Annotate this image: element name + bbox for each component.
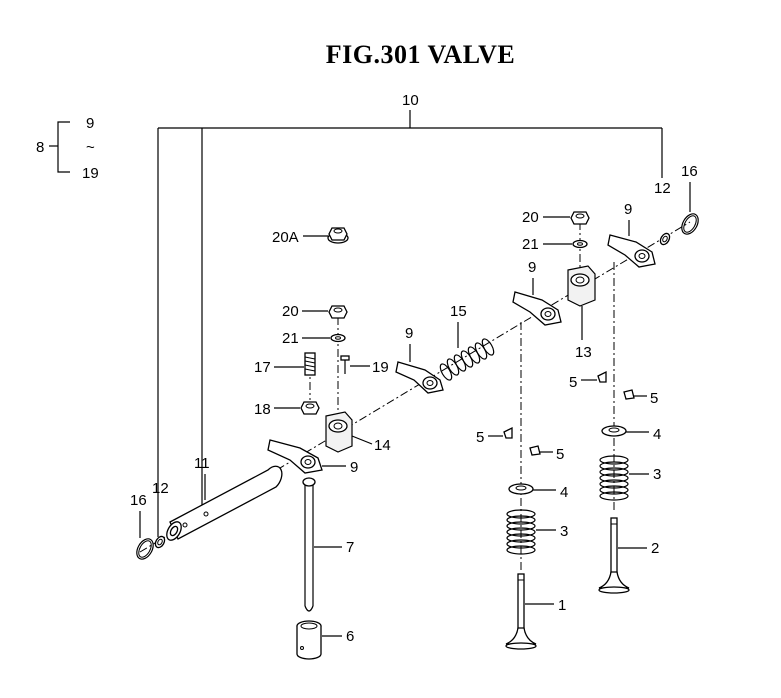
cotter-5-right-a xyxy=(597,370,607,383)
push-rod-7 xyxy=(302,477,316,612)
label-7: 7 xyxy=(346,539,354,556)
valve-spring-3-left xyxy=(506,509,536,555)
legend-group-label: 8 xyxy=(36,139,44,156)
label-4-right: 4 xyxy=(653,426,661,443)
washer-21-right xyxy=(572,239,588,249)
assembly-10-bracket: 10 xyxy=(157,92,663,537)
rocker-spring-15 xyxy=(439,338,495,381)
label-9-a: 9 xyxy=(350,459,358,476)
nut-18 xyxy=(300,401,320,415)
rocker-shaft xyxy=(166,465,283,541)
legend-from-label: 9 xyxy=(86,115,94,132)
label-10: 10 xyxy=(402,92,419,109)
cotter-5-right-b xyxy=(623,389,635,400)
label-20-left: 20 xyxy=(282,303,299,320)
label-5-c: 5 xyxy=(569,374,577,391)
label-21-right: 21 xyxy=(522,236,539,253)
cotter-5-left-b xyxy=(529,445,541,456)
adjust-screw-17 xyxy=(304,352,316,376)
label-12-right: 12 xyxy=(654,180,671,197)
rocker-arm-1 xyxy=(267,439,323,474)
label-15: 15 xyxy=(450,303,467,320)
label-16-left: 16 xyxy=(130,492,147,509)
label-9-d: 9 xyxy=(624,201,632,218)
label-3-left: 3 xyxy=(560,523,568,540)
label-4-left: 4 xyxy=(560,484,568,501)
rocker-support-14 xyxy=(325,411,353,453)
label-3-right: 3 xyxy=(653,466,661,483)
label-19: 19 xyxy=(372,359,389,376)
washer-21-left xyxy=(330,333,346,343)
label-20-right: 20 xyxy=(522,209,539,226)
label-14: 14 xyxy=(374,437,391,454)
rocker-arm-2 xyxy=(395,361,444,394)
label-5-d: 5 xyxy=(650,390,658,407)
figure-title: FIG.301 VALVE xyxy=(325,40,516,69)
rocker-support-13 xyxy=(567,265,596,307)
label-11: 11 xyxy=(194,455,210,472)
rocker-arm-3 xyxy=(512,291,562,326)
label-16-right: 16 xyxy=(681,163,698,180)
valve-spring-3-right xyxy=(599,455,629,501)
label-5-b: 5 xyxy=(556,446,564,463)
valve-1 xyxy=(505,573,537,650)
shaft-axis xyxy=(139,221,691,553)
label-2: 2 xyxy=(651,540,659,557)
label-9-c: 9 xyxy=(528,259,536,276)
legend-tilde: ~ xyxy=(86,139,95,156)
label-6: 6 xyxy=(346,628,354,645)
label-9-b: 9 xyxy=(405,325,413,342)
legend-to-label: 19 xyxy=(82,165,99,182)
cotter-5-left-a xyxy=(503,426,513,439)
flange-nut-20A xyxy=(327,227,349,244)
washer-right xyxy=(659,232,671,246)
label-5-a: 5 xyxy=(476,429,484,446)
label-12-left: 12 xyxy=(152,480,169,497)
nut-20-right xyxy=(570,211,590,225)
assembly-legend: 8 9 ~ 19 xyxy=(36,115,99,182)
nut-20-left xyxy=(328,305,348,319)
label-17: 17 xyxy=(254,359,271,376)
valve-2 xyxy=(598,517,630,594)
label-13: 13 xyxy=(575,344,592,361)
snap-ring-right xyxy=(681,213,699,235)
rocker-arm-4 xyxy=(607,234,656,268)
label-20A: 20A xyxy=(272,229,299,246)
washer-left xyxy=(154,535,166,549)
snap-ring-left xyxy=(136,538,154,560)
label-21-left: 21 xyxy=(282,330,299,347)
tappet-6 xyxy=(296,620,322,660)
label-1: 1 xyxy=(558,597,566,614)
label-18: 18 xyxy=(254,401,271,418)
spring-retainer-4-right xyxy=(601,425,627,437)
spring-retainer-4-left xyxy=(508,483,534,495)
bolt-19 xyxy=(340,355,350,374)
